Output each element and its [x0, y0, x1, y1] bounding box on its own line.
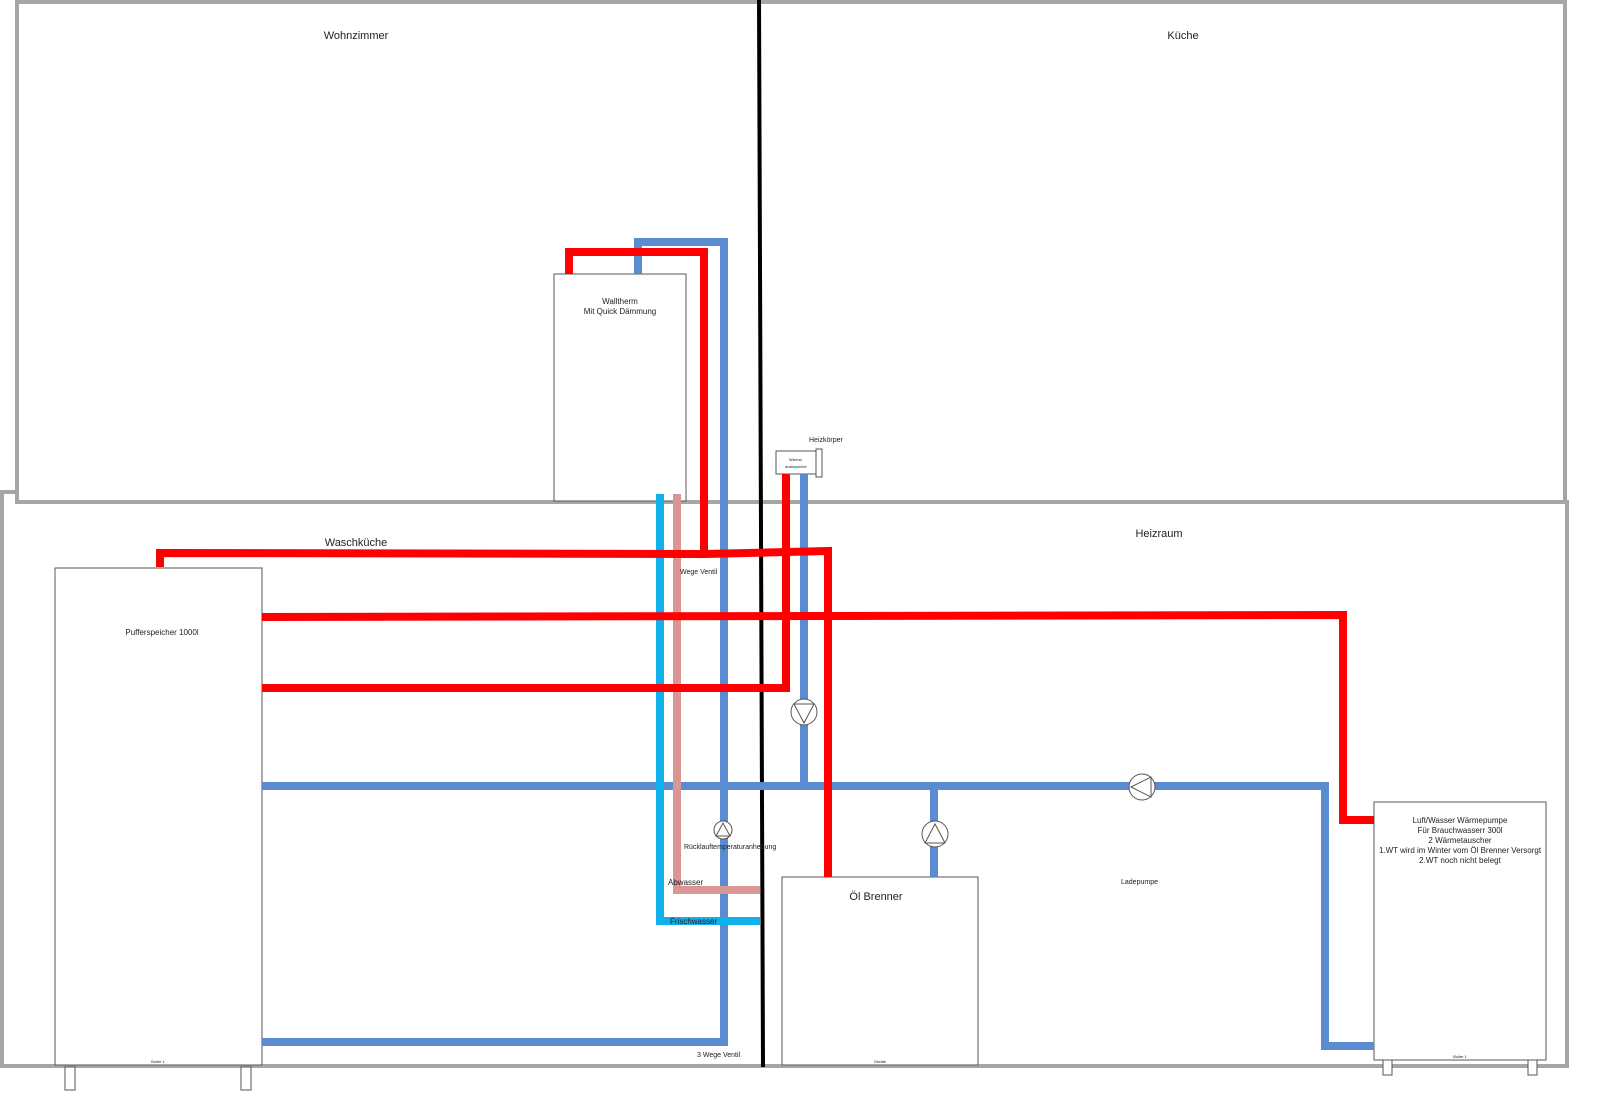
waermepumpe: [1373, 801, 1547, 1061]
waermetauscher: [775, 450, 817, 475]
heizkoerper-label: Heizkörper: [809, 437, 844, 444]
lower-rooms-outline: [0, 490, 1569, 1068]
walltherm-flow-pipe: [565, 248, 708, 554]
walltherm-stove: [553, 273, 687, 502]
wege-ventil-label: Wege Ventil: [680, 569, 718, 576]
wp-small-label: Boiler 1: [1453, 1054, 1467, 1059]
oel-brenner-label: Öl Brenner: [849, 891, 903, 903]
drei-wege-ventil-label: 3 Wege Ventil: [697, 1052, 741, 1059]
puffer-foot: [64, 1066, 76, 1091]
walltherm-sublabel: Mit Quick Dämmung: [584, 307, 656, 316]
dividing-wall: [757, 0, 765, 1068]
ruecklauf-label: Rücklauftemperaturanhebung: [684, 844, 776, 851]
pump-exchanger: [790, 698, 818, 726]
ladepumpe-label: Ladepumpe: [1121, 879, 1158, 886]
walltherm-label: Walltherm: [602, 297, 638, 306]
heizkoerper-radiator: [815, 448, 823, 478]
oel-small-label: Geräte: [874, 1059, 887, 1064]
abwasser-label: Abwasser: [668, 878, 703, 887]
puffer-foot: [240, 1066, 252, 1091]
room-label-heizraum: Heizraum: [1135, 528, 1182, 540]
waermepumpe-text: Luft/Wasser Wärmepumpe Für Brauchwasserr…: [1379, 816, 1542, 865]
svg-text:Luft/Wasser Wärmepumpe: Luft/Wasser Wärmepumpe: [1413, 816, 1508, 825]
frischwasser-label: Frischwasser: [670, 917, 717, 926]
frischwasser-pipe: [656, 494, 760, 925]
room-label-waschkueche: Waschküche: [325, 537, 388, 549]
upper-rooms-outline: [15, 0, 1567, 504]
waermetauscher-label: Wärme-: [789, 457, 804, 462]
pump-ruecklauf: [713, 820, 733, 840]
svg-text:1.WT wird im Winter vom Öl Bre: 1.WT wird im Winter vom Öl Brenner Verso…: [1379, 846, 1542, 855]
wp-flow-pipe: [261, 610, 1374, 824]
wp-foot: [1527, 1059, 1538, 1076]
waermetauscher-label-2: austauscher: [785, 464, 807, 469]
svg-text:2 Wärmetauscher: 2 Wärmetauscher: [1428, 836, 1491, 845]
pufferspeicher-tank: [54, 567, 263, 1066]
svg-text:2.WT noch nicht belegt: 2.WT noch nicht belegt: [1419, 856, 1501, 865]
wp-foot: [1382, 1059, 1393, 1076]
ladepumpe-pump: [1128, 773, 1156, 801]
room-label-wohnzimmer: Wohnzimmer: [324, 30, 389, 42]
pump-brenner: [921, 820, 949, 848]
puffer-small-label: Boiler 1: [151, 1059, 165, 1064]
svg-text:Für Brauchwasserr 300l: Für Brauchwasserr 300l: [1418, 826, 1503, 835]
hot-pipes: [156, 248, 1374, 877]
room-label-kueche: Küche: [1167, 30, 1198, 42]
abwasser-pipe: [673, 494, 760, 894]
exchanger-flow-pipe: [262, 474, 790, 692]
oel-brenner: [781, 876, 979, 1066]
puffer-label: Pufferspeicher 1000l: [125, 628, 198, 637]
main-return-pipe: [262, 782, 1374, 1050]
